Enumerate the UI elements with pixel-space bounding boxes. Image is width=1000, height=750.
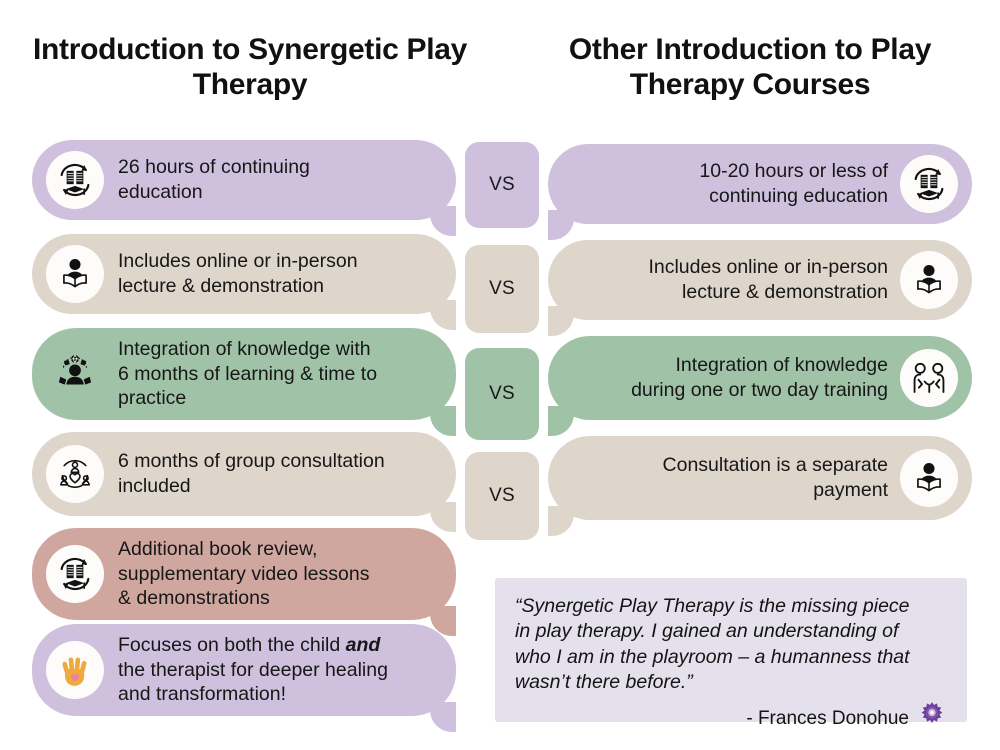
right-row-3-text: Integration of knowledge during one or t…	[631, 354, 888, 401]
left-row-5: Additional book review, supplementary vi…	[32, 528, 456, 636]
right-row-2-text: Includes online or in-person lecture & d…	[648, 256, 888, 303]
vs-box-3: VS	[465, 348, 539, 440]
left-row-1: 26 hours of continuing education	[32, 140, 456, 236]
right-row-3: Integration of knowledge during one or t…	[548, 336, 972, 436]
two-people-handshake-icon	[900, 349, 958, 407]
bubble-tail	[548, 406, 574, 436]
hand-heart-icon	[46, 641, 104, 699]
page-title-left: Introduction to Synergetic Play Therapy	[32, 33, 468, 102]
bubble-tail	[430, 502, 456, 532]
left-row-5-text: Additional book review, supplementary vi…	[118, 537, 370, 610]
left-row-3: Integration of knowledge with 6 months o…	[32, 328, 456, 436]
vs-box-2: VS	[465, 245, 539, 333]
book-refresh-graduation-icon	[900, 155, 958, 213]
person-reading-book-icon	[900, 251, 958, 309]
left-row-6-text: Focuses on both the child and the therap…	[118, 633, 388, 706]
left-row-2-text: Includes online or in-person lecture & d…	[118, 250, 358, 297]
left-row-6: Focuses on both the child and the therap…	[32, 624, 456, 732]
right-row-1: 10-20 hours or less of continuing educat…	[548, 144, 972, 240]
right-row-1-text: 10-20 hours or less of continuing educat…	[699, 160, 888, 207]
bubble-tail	[548, 506, 574, 536]
flower-logo-icon	[917, 701, 947, 736]
bubble-tail	[548, 306, 574, 336]
right-row-4: Consultation is a separate payment	[548, 436, 972, 536]
bubble-tail	[430, 300, 456, 330]
bubble-tail	[430, 406, 456, 436]
left-row-2: Includes online or in-person lecture & d…	[32, 234, 456, 330]
testimonial-attribution-row: - Frances Donohue	[515, 701, 947, 736]
testimonial-card: “Synergetic Play Therapy is the missing …	[495, 578, 967, 729]
vs-label: VS	[489, 485, 515, 506]
group-heart-consultation-icon	[46, 445, 104, 503]
person-reading-book-icon	[46, 245, 104, 303]
testimonial-quote: “Synergetic Play Therapy is the missing …	[515, 595, 910, 694]
bubble-tail	[430, 206, 456, 236]
left-row-3-text: Integration of knowledge with 6 months o…	[118, 337, 378, 410]
page-title-right: Other Introduction to Play Therapy Cours…	[568, 33, 932, 102]
vs-label: VS	[489, 383, 515, 404]
vs-label: VS	[489, 174, 515, 195]
testimonial-author: - Frances Donohue	[746, 707, 909, 729]
person-knowledge-integration-icon	[46, 345, 104, 403]
person-reading-book-icon	[900, 449, 958, 507]
right-row-4-text: Consultation is a separate payment	[662, 454, 888, 501]
left-row-4: 6 months of group consultation included	[32, 432, 456, 532]
vs-box-1: VS	[465, 142, 539, 228]
bubble-tail	[548, 210, 574, 240]
bubble-tail	[430, 702, 456, 732]
book-refresh-graduation-icon	[46, 545, 104, 603]
left-row-1-text: 26 hours of continuing education	[118, 156, 310, 203]
right-row-2: Includes online or in-person lecture & d…	[548, 240, 972, 336]
left-row-4-text: 6 months of group consultation included	[118, 450, 385, 497]
vs-label: VS	[489, 278, 515, 299]
vs-box-4: VS	[465, 452, 539, 540]
book-refresh-graduation-icon	[46, 151, 104, 209]
